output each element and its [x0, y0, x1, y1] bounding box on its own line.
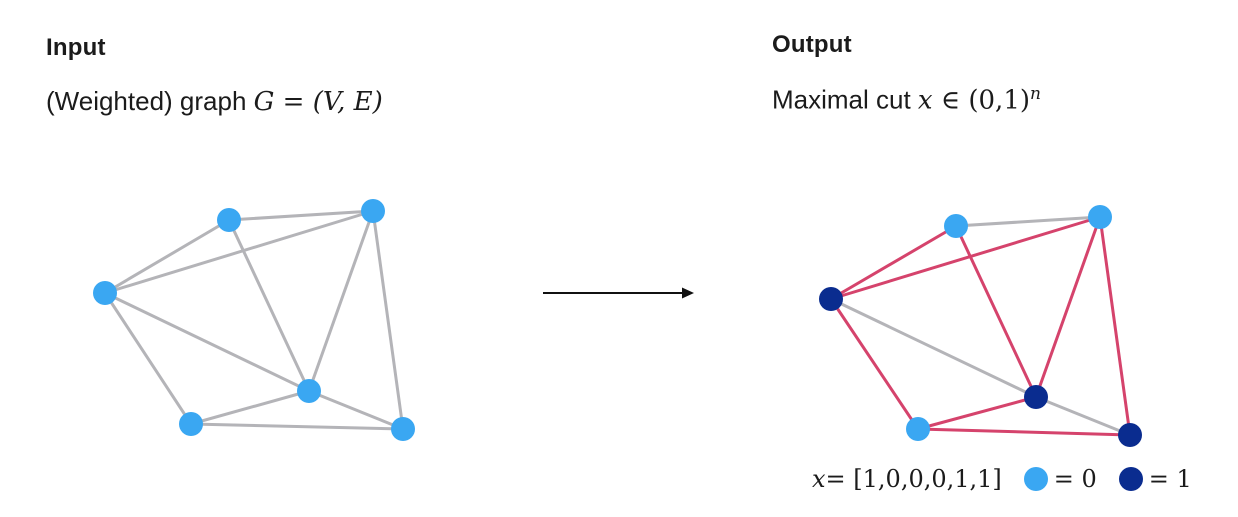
output-graph [819, 205, 1142, 447]
output-node-n2 [944, 214, 968, 238]
output-edge-n2-n3 [954, 215, 1102, 228]
output-cut-edge-n4-n6 [916, 427, 1132, 437]
graph-tuple: (V, E) [312, 87, 383, 117]
exponent-n: n [1030, 84, 1041, 104]
output-cut-edge-n1-n4 [829, 297, 920, 431]
input-edge-n4-n6 [189, 422, 405, 431]
input-node-n4 [179, 412, 203, 436]
input-edge-n2-n5 [227, 218, 311, 393]
graph-symbol-g: G [253, 87, 275, 117]
output-cut-edge-n2-n5 [954, 224, 1038, 399]
input-edge-n1-n4 [103, 291, 193, 426]
input-description-text: (Weighted) graph [46, 86, 254, 116]
input-edge-n3-n6 [371, 209, 405, 431]
arrow-head [682, 287, 694, 299]
output-description: Maximal cut x ∈ (0,1)n [772, 84, 1041, 116]
input-graph [93, 199, 415, 441]
output-heading: Output [772, 31, 852, 58]
output-node-n5 [1024, 385, 1048, 409]
output-node-n4 [906, 417, 930, 441]
input-heading: Input [46, 34, 106, 61]
element-of: ∈ [932, 85, 969, 116]
output-node-n3 [1088, 205, 1112, 229]
input-edge-n1-n3 [103, 209, 375, 295]
output-cut-edge-n4-n5 [916, 395, 1038, 431]
output-node-n1 [819, 287, 843, 311]
input-node-n2 [217, 208, 241, 232]
cut-legend: x = [1,0,0,0,1,1] = 0 = 1 [812, 459, 1192, 499]
cut-symbol-x: x [917, 85, 933, 116]
output-edge-n1-n5 [829, 297, 1038, 399]
input-edge-n3-n5 [307, 209, 375, 393]
output-cut-edge-n3-n6 [1098, 215, 1132, 437]
legend-zero-dot [1023, 467, 1048, 491]
legend-zero-label: = 0 [1053, 465, 1097, 493]
legend-vector-value: = [1,0,0,0,1,1] [825, 465, 1002, 493]
input-edge-n1-n2 [103, 218, 231, 295]
output-cut-edge-n1-n2 [829, 224, 958, 301]
input-edge-n2-n3 [227, 209, 375, 222]
output-description-text: Maximal cut [772, 84, 918, 115]
input-node-n1 [93, 281, 117, 305]
output-cut-edge-n1-n3 [829, 215, 1102, 301]
legend-vector-symbol: x [812, 465, 826, 493]
input-edge-n1-n5 [103, 291, 311, 393]
input-edge-n4-n5 [189, 389, 311, 426]
input-equals: = [274, 87, 313, 117]
output-edge-n5-n6 [1034, 395, 1132, 437]
transform-arrow [543, 287, 694, 299]
binary-set: (0,1) [968, 85, 1031, 116]
output-node-n6 [1118, 423, 1142, 447]
input-node-n3 [361, 199, 385, 223]
legend-one-dot [1118, 467, 1143, 491]
input-description: (Weighted) graph G = (V, E) [46, 86, 383, 117]
output-cut-edge-n3-n5 [1034, 215, 1102, 399]
input-node-n6 [391, 417, 415, 441]
input-edge-n5-n6 [307, 389, 405, 431]
legend-one-label: = 1 [1148, 465, 1192, 493]
input-node-n5 [297, 379, 321, 403]
